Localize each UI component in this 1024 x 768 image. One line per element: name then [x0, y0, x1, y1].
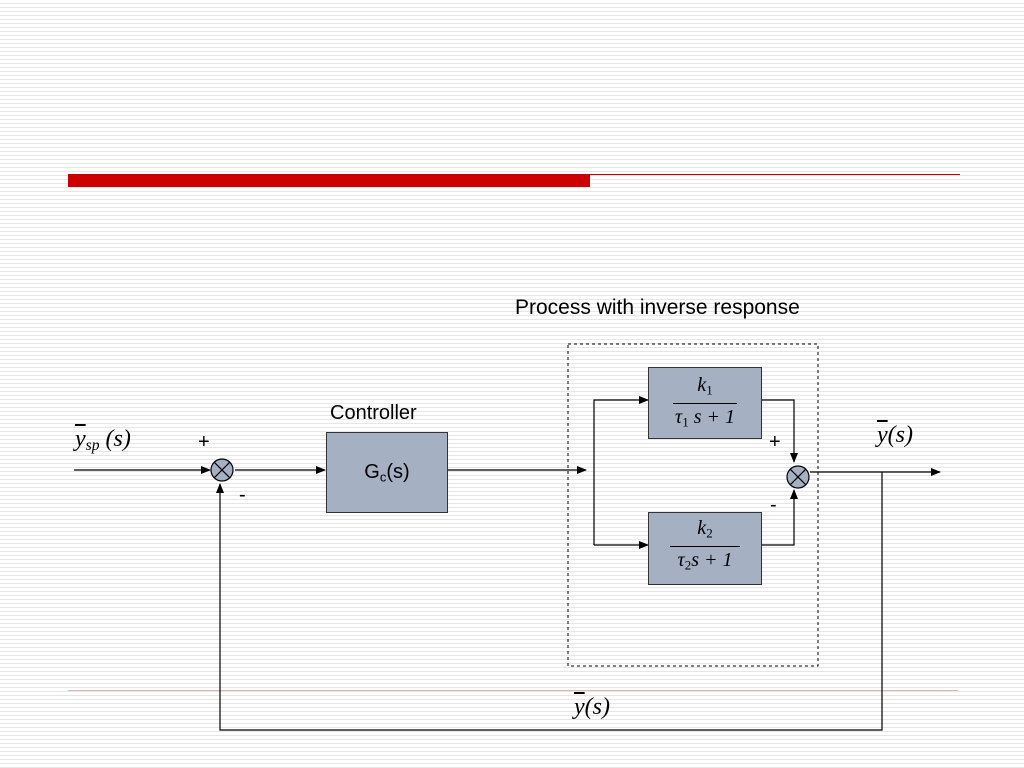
title-accent-bar	[68, 174, 590, 187]
process-title: Process with inverse response	[515, 296, 800, 319]
summer2-plus-sign: +	[769, 431, 781, 453]
tf1-fraction: k1 τ1 s + 1	[649, 374, 761, 434]
title-accent-line	[590, 174, 960, 175]
controller-transfer-function: Gc(s)	[364, 461, 410, 485]
tf2-block: k2 τ2s + 1	[648, 512, 762, 585]
summing-junction-2	[786, 465, 810, 489]
footer-divider	[68, 690, 958, 691]
tf2-fraction: k2 τ2s + 1	[649, 517, 761, 577]
summer1-minus-sign: -	[239, 484, 246, 506]
output-label: y(s)	[877, 422, 913, 448]
tf1-block: k1 τ1 s + 1	[648, 367, 762, 439]
process-boundary	[567, 343, 819, 667]
setpoint-label: ysp (s)	[75, 426, 131, 454]
feedback-label: y(s)	[574, 694, 610, 720]
controller-caption: Controller	[330, 402, 417, 424]
summing-junction-1	[210, 458, 234, 482]
feedback-line	[216, 472, 883, 731]
controller-block: Gc(s)	[326, 432, 448, 513]
tf1-output-line	[762, 399, 798, 463]
tf2-output-line	[762, 489, 798, 546]
summer1-plus-sign: +	[198, 431, 210, 453]
summer2-minus-sign: -	[770, 494, 777, 516]
branch-upper-line	[593, 396, 649, 545]
